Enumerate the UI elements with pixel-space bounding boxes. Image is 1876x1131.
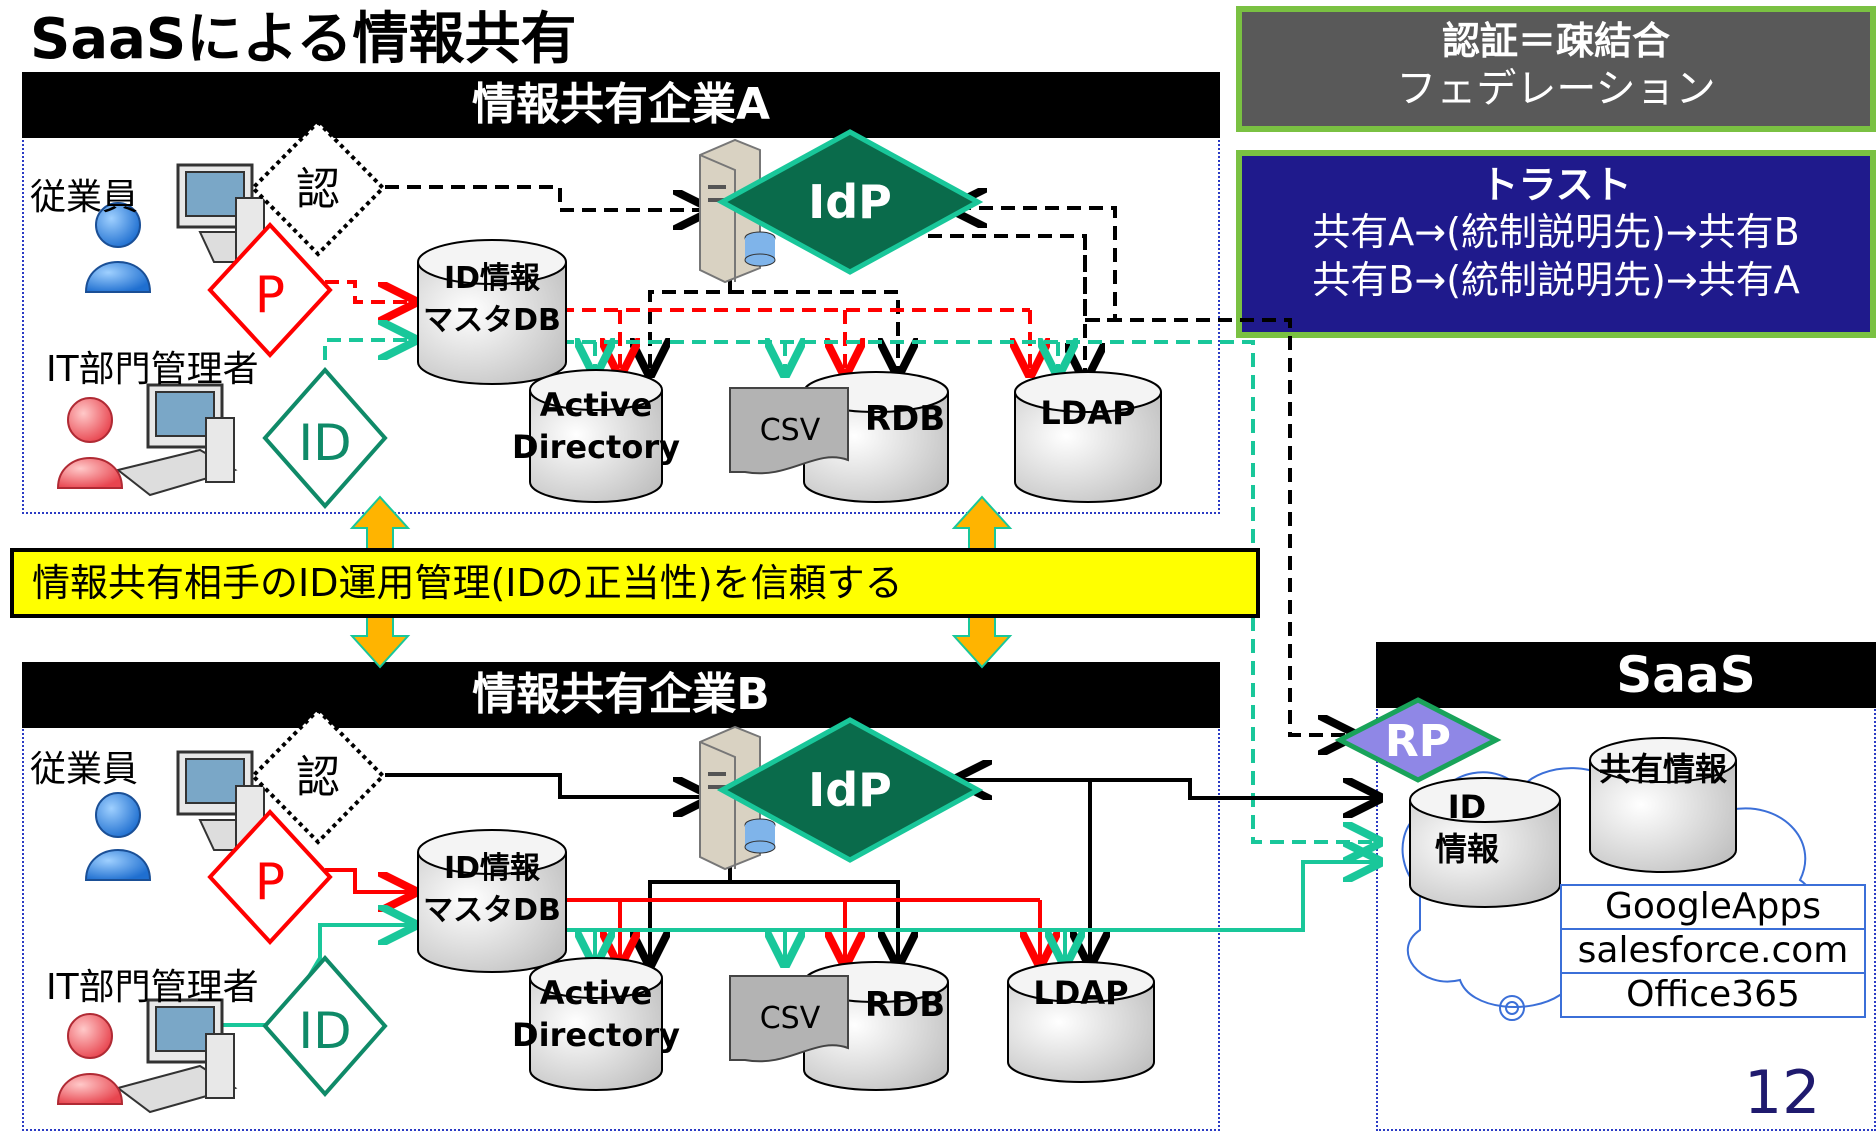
- master-db-label-1: ID情報: [444, 851, 541, 886]
- rdb-b: RDB: [803, 961, 949, 1091]
- id-mark-a: ID: [298, 414, 351, 472]
- employee-avatar-icon: [84, 792, 152, 881]
- saas-shapes: RP ID 情報 共有情報: [1334, 697, 1737, 908]
- csv-label-a: CSV: [760, 413, 821, 448]
- company-a-shapes: 認 P ID: [56, 119, 1162, 510]
- trust-banner: 情報共有相手のID運用管理(IDの正当性)を信頼する: [10, 548, 1260, 618]
- it-admin-label-b: IT部門管理者: [46, 967, 259, 1008]
- it-admin-pc-icon: [115, 383, 238, 497]
- master-db-b: ID情報 マスタDB: [417, 829, 567, 973]
- active-directory-b: Active Directory: [512, 957, 680, 1091]
- idp-label-a: IdP: [808, 175, 892, 229]
- saas-header: SaaS: [1376, 642, 1876, 708]
- p-mark-a: P: [255, 266, 285, 324]
- ad-label-1: Active: [540, 386, 653, 424]
- trust-box: トラスト 共有A→(統制説明先)→共有B 共有B→(統制説明先)→共有A: [1236, 150, 1876, 338]
- auth-diamond-b: 認: [250, 707, 386, 845]
- auth-mark-a: 認: [296, 164, 340, 215]
- rp-label: RP: [1385, 716, 1451, 767]
- id-info-label-2: 情報: [1435, 830, 1499, 868]
- company-b-header: 情報共有企業B: [22, 662, 1220, 728]
- csv-label-b: CSV: [760, 1001, 821, 1036]
- trust-box-heading: トラスト: [1480, 163, 1632, 207]
- employee-avatar-icon: [84, 202, 152, 293]
- id-info-label-1: ID: [1448, 788, 1486, 826]
- it-admin-pc-icon: [115, 998, 238, 1114]
- company-a-header: 情報共有企業A: [22, 72, 1220, 138]
- ldap-b: LDAP: [1007, 961, 1155, 1083]
- ad-label-2: Directory: [512, 428, 680, 466]
- id-info-db: ID 情報: [1409, 777, 1561, 908]
- rp-diamond: RP: [1334, 697, 1502, 783]
- master-db-a: ID情報 マスタDB: [417, 239, 567, 385]
- p-diamond-a: P: [207, 222, 333, 358]
- rdb-label-b: RDB: [865, 985, 945, 1025]
- id-mark-b: ID: [298, 1002, 351, 1060]
- rdb-label-a: RDB: [865, 399, 945, 439]
- idp-diamond-a: IdP: [716, 129, 984, 275]
- p-diamond-b: P: [207, 809, 333, 945]
- it-admin-label-a: IT部門管理者: [46, 349, 259, 390]
- trust-box-line2: 共有B→(統制説明先)→共有A: [1312, 258, 1800, 302]
- auth-diamond-a: 認: [250, 119, 386, 257]
- master-db-label-1: ID情報: [444, 261, 541, 296]
- shared-info-db: 共有情報: [1589, 737, 1737, 873]
- company-b-shapes: 認 P ID IdP: [56, 707, 1155, 1114]
- saas-service-item: Office365: [1626, 974, 1800, 1015]
- idp-diamond-b: IdP: [716, 717, 984, 863]
- id-diamond-b: ID: [262, 954, 388, 1098]
- employee-label-a: 従業員: [30, 177, 139, 218]
- page-title: SaaSによる情報共有: [30, 7, 577, 72]
- p-mark-b: P: [255, 853, 285, 911]
- csv-b: CSV: [729, 975, 849, 1063]
- cloud-outline: [1401, 767, 1816, 1015]
- active-directory-a: Active Directory: [512, 369, 680, 503]
- ad-label-2: Directory: [512, 1016, 680, 1054]
- ldap-a: LDAP: [1014, 371, 1162, 503]
- employee-label-b: 従業員: [30, 749, 139, 790]
- ad-label-1: Active: [540, 974, 653, 1012]
- it-admin-avatar-icon: [56, 397, 124, 489]
- auth-mark-b: 認: [296, 752, 340, 803]
- master-db-label-2: マスタDB: [423, 303, 561, 338]
- ldap-label-b: LDAP: [1033, 974, 1128, 1012]
- employee-pc-icon: [176, 163, 272, 267]
- page-number: 12: [1744, 1058, 1821, 1128]
- it-admin-avatar-icon: [56, 1013, 124, 1105]
- cloud-tail: [1499, 995, 1525, 1021]
- master-db-label-2: マスタDB: [423, 893, 561, 928]
- auth-box-sub: フェデレーション: [1396, 66, 1716, 112]
- trust-box-line1: 共有A→(統制説明先)→共有B: [1312, 210, 1800, 254]
- id-diamond-a: ID: [262, 366, 388, 510]
- auth-box-heading: 認証＝疎結合: [1441, 19, 1670, 63]
- saas-service-item: salesforce.com: [1562, 930, 1864, 974]
- server-icon: [699, 725, 776, 871]
- auth-federation-box: 認証＝疎結合 フェデレーション: [1236, 6, 1876, 132]
- saas-service-list: GoogleApps salesforce.com Office365: [1560, 884, 1866, 1018]
- ldap-label-a: LDAP: [1040, 394, 1135, 432]
- csv-a: CSV: [729, 387, 849, 475]
- idp-label-b: IdP: [808, 763, 892, 817]
- saas-service-item: GoogleApps: [1562, 886, 1864, 930]
- server-icon: [699, 138, 776, 284]
- shared-info-label: 共有情報: [1599, 750, 1727, 788]
